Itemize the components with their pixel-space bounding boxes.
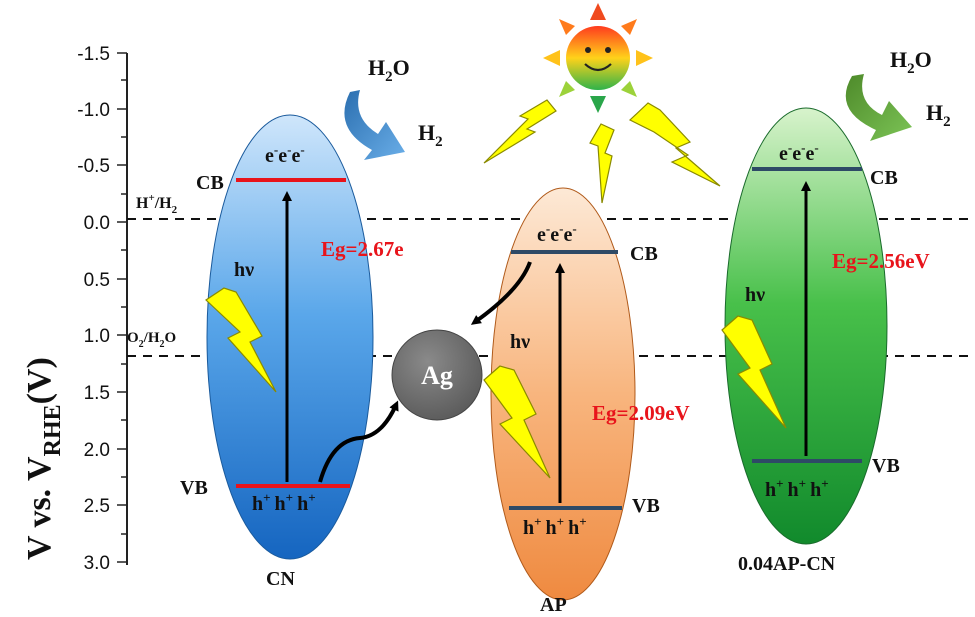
reaction-reactant-left: H2O bbox=[368, 55, 410, 85]
tick-label: 2.0 bbox=[84, 440, 110, 461]
sun-icon bbox=[543, 3, 653, 113]
ag-label: Ag bbox=[421, 361, 453, 390]
reaction-arrow-right bbox=[846, 74, 912, 141]
ap-name: AP bbox=[540, 594, 567, 616]
apcn-electrons: e-e-e- bbox=[779, 140, 819, 165]
cn-holes: h+h+h+ bbox=[252, 490, 316, 515]
tick-label: -1.0 bbox=[77, 100, 110, 121]
semiconductor-ap: e-e-e- h+h+h+ CB VB Eg=2.09eV hν AP bbox=[484, 188, 690, 616]
semiconductor-ap-cn: e-e-e- h+h+h+ CB VB Eg=2.56eV hν 0.04AP-… bbox=[722, 108, 930, 575]
tick-label: 1.5 bbox=[84, 383, 110, 404]
cn-hv: hν bbox=[234, 259, 254, 281]
apcn-holes: h+h+h+ bbox=[765, 476, 829, 501]
lightning-icon bbox=[484, 100, 720, 203]
semiconductor-cn: e-e-e- h+h+h+ CB VB Eg=2.67e hν CN bbox=[180, 115, 404, 590]
h2-level-label: H+/H2 bbox=[136, 192, 178, 216]
o2-level-label: O2/H2O bbox=[127, 330, 176, 350]
ap-band-gap: Eg=2.09eV bbox=[592, 401, 690, 425]
apcn-cb-label: CB bbox=[870, 167, 898, 189]
ag-particle: Ag bbox=[392, 330, 482, 420]
tick-label: 2.5 bbox=[84, 496, 110, 517]
apcn-band-gap: Eg=2.56eV bbox=[832, 249, 930, 273]
y-axis: -1.5 -1.0 -0.5 0.0 0.5 1.0 1.5 2.0 2.5 3… bbox=[21, 44, 127, 574]
reaction-arrow-left bbox=[344, 90, 405, 160]
ap-holes: h+h+h+ bbox=[523, 514, 587, 539]
tick-label: 0.5 bbox=[84, 270, 110, 291]
ap-electrons: e-e-e- bbox=[537, 221, 577, 246]
reaction-product-right: H2 bbox=[926, 100, 951, 130]
apcn-hv: hν bbox=[745, 284, 765, 306]
cn-band-gap: Eg=2.67e bbox=[321, 237, 404, 261]
ap-vb-label: VB bbox=[632, 495, 660, 517]
reaction-product-left: H2 bbox=[418, 120, 443, 150]
apcn-name: 0.04AP-CN bbox=[738, 553, 836, 575]
cn-cb-label: CB bbox=[196, 172, 224, 194]
cn-name: CN bbox=[266, 568, 295, 590]
ap-cb-label: CB bbox=[630, 243, 658, 265]
tick-label: -0.5 bbox=[77, 156, 110, 177]
apcn-vb-label: VB bbox=[872, 455, 900, 477]
tick-label: -1.5 bbox=[77, 44, 110, 65]
tick-label: 1.0 bbox=[84, 326, 110, 347]
ap-hv: hν bbox=[510, 331, 530, 353]
tick-label: 0.0 bbox=[84, 213, 110, 234]
axis-title: V vs. VRHE(V) bbox=[21, 357, 66, 560]
cn-electrons: e-e-e- bbox=[265, 142, 305, 167]
tick-label: 3.0 bbox=[84, 553, 110, 574]
axis-ticks bbox=[117, 53, 127, 562]
cn-vb-label: VB bbox=[180, 477, 208, 499]
reaction-reactant-right: H2O bbox=[890, 47, 932, 77]
